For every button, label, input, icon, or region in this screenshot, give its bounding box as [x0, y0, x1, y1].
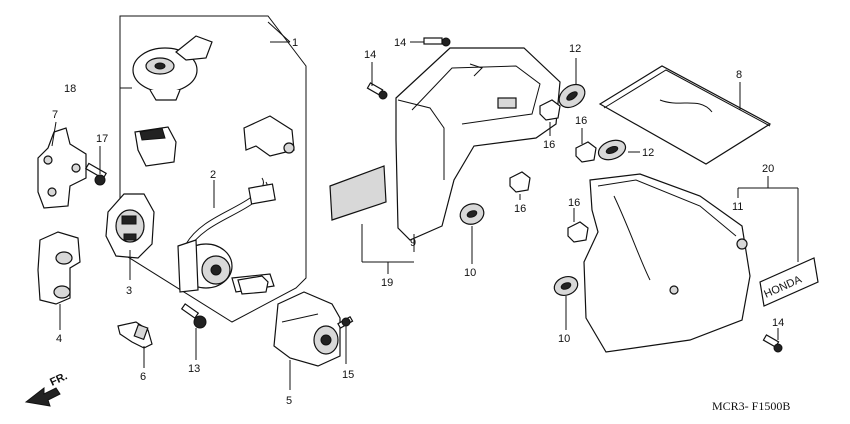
callout-5: 5 — [286, 395, 292, 407]
leader-lines — [51, 21, 799, 390]
callout-18: 18 — [64, 83, 76, 95]
bolt — [85, 162, 107, 186]
callout-19: 19 — [381, 277, 393, 289]
callout-11: 11 — [732, 201, 743, 213]
switch-bracket — [243, 115, 295, 157]
key-in-switch — [237, 275, 269, 295]
callout-16b: 16 — [514, 203, 526, 215]
nut-16-d — [567, 221, 589, 243]
callout-16c: 16 — [575, 115, 587, 127]
callout-3: 3 — [126, 285, 132, 297]
ignition-switch — [177, 177, 276, 293]
switch-rubber-cover — [134, 126, 177, 167]
caution-label — [329, 165, 387, 221]
diagram-code: MCR3- F1500B — [712, 399, 790, 413]
callout-14c: 14 — [772, 317, 784, 329]
hinge-bracket — [37, 231, 81, 305]
ignition-switch-assembly-outline — [119, 15, 307, 323]
grommet-10-a — [459, 203, 485, 225]
grommet-12-a — [558, 83, 586, 109]
nut-16-c — [575, 141, 597, 163]
callout-12a: 12 — [569, 43, 581, 55]
side-cover — [583, 173, 751, 353]
callout-15: 15 — [342, 369, 354, 381]
ignition-cap — [132, 35, 213, 101]
honda-emblem: HONDA — [759, 257, 819, 307]
callout-6: 6 — [140, 371, 146, 383]
nut-16-a — [539, 99, 561, 121]
lock-cylinder-body — [105, 193, 155, 259]
callout-1: 1 — [292, 37, 298, 49]
inner-box — [395, 47, 561, 241]
switch-housing — [273, 291, 341, 367]
callout-16a: 16 — [543, 139, 555, 151]
callout-14a: 14 — [394, 37, 406, 49]
front-arrow-icon: FR. — [24, 370, 69, 407]
callout-10a: 10 — [464, 267, 476, 279]
callout-2: 2 — [210, 169, 216, 181]
grommet-10-b — [553, 275, 579, 297]
callout-17: 17 — [96, 133, 108, 145]
callout-7: 7 — [52, 109, 58, 121]
callout-9: 9 — [410, 237, 416, 249]
key — [117, 321, 153, 349]
grommet-12-b — [597, 139, 627, 161]
callout-4: 4 — [56, 333, 62, 345]
callout-20: 20 — [762, 163, 774, 175]
bolt-14-top — [423, 37, 451, 47]
screw — [180, 303, 207, 329]
callout-10b: 10 — [558, 333, 570, 345]
callout-16d: 16 — [568, 197, 580, 209]
mounting-bracket — [37, 127, 87, 209]
owners-manual — [598, 65, 772, 165]
callout-13: 13 — [188, 363, 200, 375]
callout-14b: 14 — [364, 49, 376, 61]
nut-16-b — [509, 171, 531, 193]
callout-12b: 12 — [642, 147, 654, 159]
front-direction-label: FR. — [48, 370, 69, 388]
callout-labels: 1 2 3 4 5 6 7 8 9 10 10 11 12 12 13 14 1… — [52, 37, 784, 407]
bolt-14-bottom — [762, 334, 783, 353]
callout-8: 8 — [736, 69, 742, 81]
bolt-14-left — [366, 82, 388, 100]
